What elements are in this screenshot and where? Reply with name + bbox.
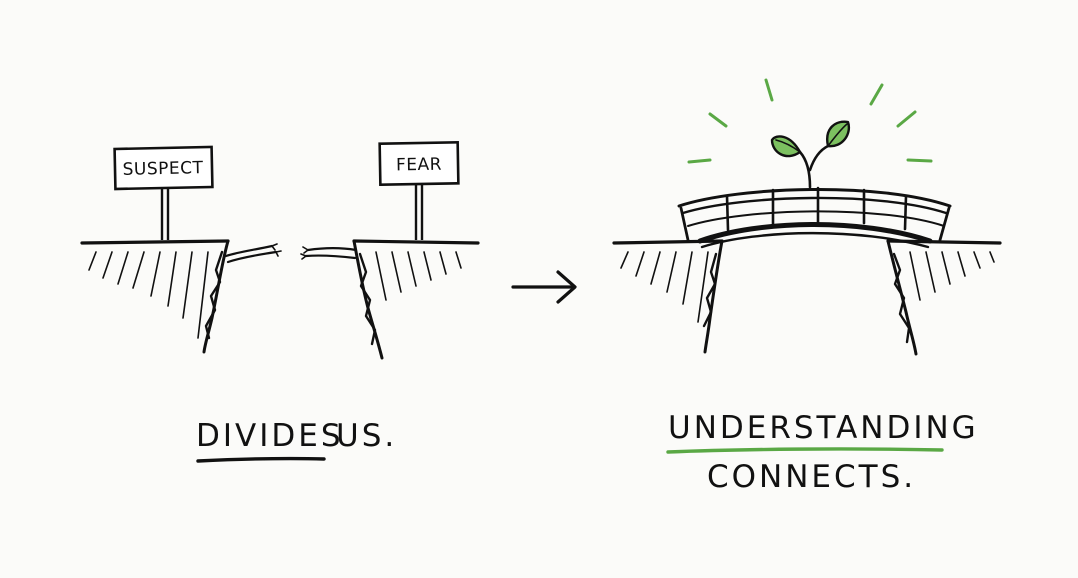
- broken-rope-icon: [224, 243, 282, 264]
- bridge-left-cliff: [612, 239, 724, 354]
- bridge-icon: [677, 186, 952, 249]
- us-word: US.: [336, 418, 397, 454]
- left-cliff: [80, 239, 230, 354]
- understanding-word: UNDERSTANDING: [668, 410, 979, 446]
- connects-word: CONNECTS.: [707, 459, 916, 495]
- divides-underline: [196, 456, 326, 463]
- broken-rope-right-end: [300, 246, 358, 260]
- fear-sign: FEAR: [378, 140, 460, 240]
- sprout-icon: [770, 120, 851, 189]
- sign-fear-label: FEAR: [396, 155, 442, 176]
- sign-suspect-label: SUSPECT: [122, 158, 203, 180]
- middle-cliff: [352, 239, 480, 360]
- bridge-right-cliff: [886, 239, 1002, 356]
- arrow-right-icon: [511, 270, 577, 304]
- right-panel: UNDERSTANDING CONNECTS.: [612, 78, 1002, 495]
- understanding-underline: [666, 447, 944, 454]
- suspect-sign: SUSPECT: [113, 145, 214, 240]
- divides-word: DIVIDES: [196, 418, 344, 454]
- radiance-lines: [687, 78, 933, 164]
- left-panel: SUSPECT FEAR DIVIDES US.: [80, 140, 480, 463]
